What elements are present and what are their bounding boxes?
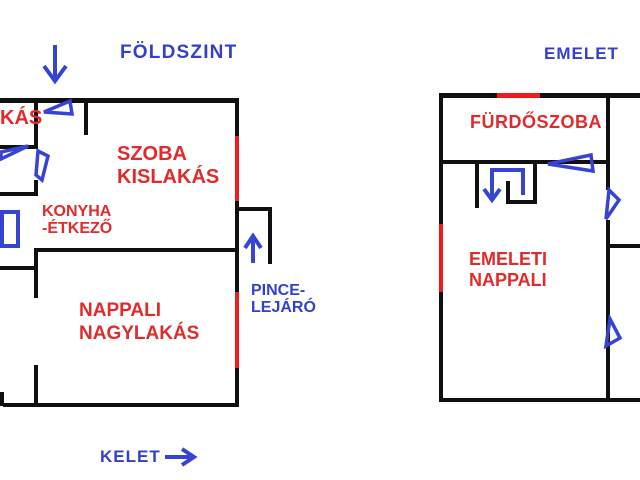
room-label-nappali: NAPPALI NAGYLAKÁS (79, 299, 199, 345)
room-label-emeleti-line1: EMELETI (469, 249, 548, 269)
ground-window-marker-upper (235, 136, 239, 201)
cellar-alcove-right-wall (268, 207, 272, 264)
room-label-konyha-line1: KONYHA (42, 203, 112, 220)
room-label-kas-partial: KÁS (0, 107, 43, 129)
bathroom-bottom-wall (441, 160, 608, 164)
stair-left-wall (475, 160, 479, 208)
label-pince-lejaro: PINCE- LEJÁRÓ (251, 282, 316, 316)
label-pince-line1: PINCE- (251, 282, 306, 299)
ground-left-horiz-wall-3 (0, 266, 36, 270)
upper-right-divider-wall (608, 244, 640, 248)
room-label-konyha: KONYHA -ÉTKEZŐ (42, 203, 112, 237)
ground-left-horiz-wall-1 (0, 145, 38, 149)
staircase-direction-arrow (482, 168, 525, 204)
upper-bottom-wall (439, 398, 640, 402)
ground-bottom-left-stub (0, 392, 4, 406)
cellar-alcove-top-wall (239, 207, 272, 211)
ground-right-wall (235, 98, 239, 407)
room-label-nappali-line1: NAPPALI (79, 300, 161, 321)
room-label-emeleti-line2: NAPPALI (469, 270, 547, 290)
upper-window-marker-left (439, 224, 443, 292)
kitchen-fixture (0, 210, 20, 248)
basement-stairs-arrow (243, 232, 263, 263)
entrance-direction-arrow (42, 45, 68, 85)
ground-left-inner-wall-lower (34, 248, 38, 298)
open-door-leaf (34, 148, 51, 184)
ground-floor-header: FÖLDSZINT (120, 42, 238, 63)
ground-top-wall (0, 98, 239, 103)
stair-inner-wall (506, 181, 510, 204)
east-compass-arrow (165, 447, 198, 467)
room-label-furdoszoba: FÜRDŐSZOBA (470, 112, 602, 132)
upper-right-inner-wall-bottom (606, 220, 610, 402)
ground-left-inner-wall-mid (34, 180, 38, 196)
label-pince-line2: LEJÁRÓ (251, 299, 316, 316)
room-label-szoba-line1: SZOBA (117, 143, 187, 165)
stair-right-wall (533, 160, 537, 203)
compass-label-kelet: KELET (100, 447, 161, 466)
ground-left-inner-wall-upper (34, 98, 38, 148)
room-label-emeleti-nappali: EMELETI NAPPALI (469, 249, 547, 291)
upper-floor-header: EMELET (544, 44, 619, 63)
upper-window-marker-top (497, 93, 540, 98)
ground-left-inner-wall-bottom (34, 365, 38, 407)
room-label-nappali-line2: NAGYLAKÁS (79, 323, 200, 344)
ground-bottom-wall (3, 403, 239, 407)
ground-left-horiz-wall-2 (0, 192, 38, 196)
upper-right-inner-wall-top (606, 93, 610, 190)
upper-right-door-swing (604, 186, 622, 220)
ground-entry-stub-wall (84, 98, 88, 135)
ground-window-marker-lower (235, 292, 239, 368)
room-label-szoba-line2: KISLAKÁS (117, 166, 220, 188)
room-label-szoba: SZOBA KISLAKÁS (117, 143, 219, 189)
stair-bottom-wall (506, 200, 537, 204)
ground-middle-divider-wall (36, 248, 237, 252)
room-label-konyha-line2: -ÉTKEZŐ (42, 220, 113, 237)
